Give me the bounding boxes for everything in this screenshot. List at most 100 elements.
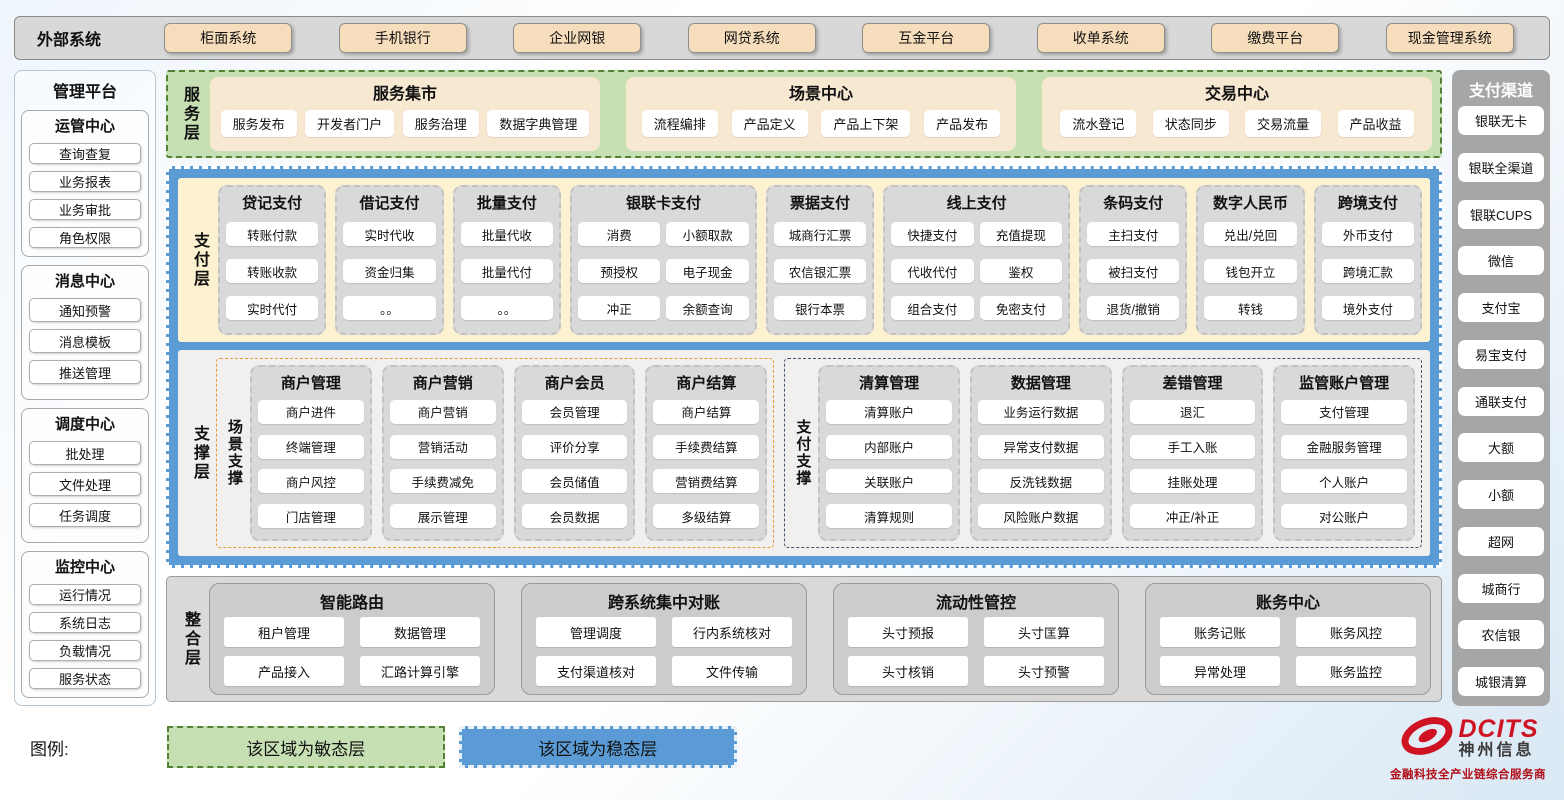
- scene-support-columns: 商户管理商户进件终端管理商户风控门店管理商户营销商户营销营销活动手续费减免展示管…: [250, 365, 768, 541]
- integration-item-node: 头寸预报: [848, 617, 968, 647]
- payment-item-node: 被扫支付: [1087, 259, 1180, 283]
- service-group-title: 交易中心: [1204, 86, 1269, 103]
- service-item-node: 产品上下架: [821, 110, 911, 137]
- service-group: 交易中心流水登记状态同步交易流量产品收益: [1042, 77, 1432, 151]
- payment-column-title: 借记支付: [359, 195, 420, 212]
- integration-item-node: 账务记账: [1160, 617, 1280, 647]
- payment-column-title: 贷记支付: [242, 195, 303, 212]
- payment-channel-node: 小额: [1458, 480, 1544, 509]
- service-item-node: 产品收益: [1337, 110, 1414, 137]
- management-item-node: 通知预警: [29, 298, 141, 322]
- payment-support-item-node: 金融服务管理: [1281, 434, 1407, 459]
- brand-acronym: DCITS: [1458, 715, 1539, 744]
- external-system-node: 收单系统: [1036, 23, 1165, 53]
- scene-support-item-node: 会员储值: [521, 469, 628, 494]
- integration-item-node: 产品接入: [224, 656, 344, 686]
- payment-column-title: 票据支付: [790, 195, 851, 212]
- scene-support-item-node: 商户营销: [389, 399, 496, 424]
- payment-item-node: 鉴权: [979, 259, 1063, 283]
- payment-column-items: 主扫支付被扫支付退货/撤销: [1087, 215, 1180, 327]
- integration-group: 账务中心账务记账账务风控异常处理账务监控: [1145, 583, 1431, 695]
- integration-group-items: 管理调度行内系统核对支付渠道核对文件传输: [536, 617, 792, 686]
- payment-item-node: 充值提现: [979, 222, 1063, 246]
- management-item-node: 消息模板: [29, 329, 141, 353]
- integration-item-node: 头寸匡算: [984, 617, 1104, 647]
- integration-group-title: 跨系统集中对账: [607, 595, 720, 612]
- payment-column-title: 线上支付: [946, 195, 1007, 212]
- scene-support-column: 商户营销商户营销营销活动手续费减免展示管理: [381, 365, 504, 541]
- scene-support-item-node: 商户风控: [258, 469, 364, 494]
- payment-item-node: 消费: [578, 222, 661, 246]
- payment-item-node: 电子现金: [666, 259, 749, 283]
- scene-support-item-node: 商户进件: [258, 399, 364, 424]
- payment-column-items: 外币支付跨境汇款境外支付: [1321, 215, 1415, 327]
- integration-group-items: 租户管理数据管理产品接入汇路计算引擎: [224, 617, 480, 686]
- payment-support-item-node: 挂账处理: [1129, 469, 1256, 494]
- payment-column: 票据支付城商行汇票农信银汇票银行本票: [765, 185, 875, 335]
- support-layer-band: 支撑层 场景支撑 商户管理商户进件终端管理商户风控门店管理商户营销商户营销营销活…: [178, 350, 1430, 556]
- integration-group-items: 头寸预报头寸匡算头寸核销头寸预警: [848, 617, 1104, 686]
- payment-support-column-items: 退汇手工入账挂账处理冲正/补正: [1129, 395, 1256, 533]
- service-group-items: 流程编排产品定义产品上下架产品发布: [636, 104, 1006, 143]
- management-group-title: 监控中心: [54, 559, 115, 576]
- external-system-node: 现金管理系统: [1385, 23, 1514, 53]
- payment-column: 批量支付批量代收批量代付。。: [452, 185, 562, 335]
- service-item-node: 产品发布: [924, 110, 1001, 137]
- external-system-node: 网贷系统: [687, 23, 816, 53]
- management-platform-title: 管理平台: [52, 84, 117, 101]
- management-item-node: 负载情况: [29, 640, 141, 661]
- management-group: 监控中心运行情况系统日志负载情况服务状态: [21, 551, 149, 698]
- management-item-node: 角色权限: [29, 227, 141, 248]
- payment-support-column-title: 监管账户管理: [1299, 375, 1390, 392]
- service-item-node: 流程编排: [641, 110, 718, 137]
- payment-support-label: 支付支撑: [794, 419, 812, 487]
- integration-item-node: 租户管理: [224, 617, 344, 647]
- external-system-node: 柜面系统: [164, 23, 293, 53]
- payment-item-node: 小额取款: [666, 222, 749, 246]
- payment-item-node: 批量代收: [460, 222, 554, 246]
- scene-support-item-node: 评价分享: [521, 434, 628, 459]
- payment-support-column-title: 数据管理: [1010, 375, 1071, 392]
- integration-item-node: 账务风控: [1296, 617, 1416, 647]
- external-system-node: 互金平台: [862, 23, 991, 53]
- payment-support-item-node: 内部账户: [826, 434, 952, 459]
- payment-item-node: 快捷支付: [891, 222, 974, 246]
- legend-agile-layer: 该区域为敏态层: [166, 726, 445, 768]
- integration-item-node: 管理调度: [536, 617, 656, 647]
- payment-support-column: 监管账户管理支付管理金融服务管理个人账户对公账户: [1273, 365, 1415, 541]
- payment-support-item-node: 个人账户: [1281, 469, 1407, 494]
- payment-channel-node: 银联全渠道: [1458, 152, 1544, 182]
- external-system-node: 缴费平台: [1211, 23, 1340, 53]
- payment-support-column: 差错管理退汇手工入账挂账处理冲正/补正: [1121, 365, 1264, 541]
- payment-support-group: 支付支撑 清算管理清算账户内部账户关联账户清算规则数据管理业务运行数据异常支付数…: [784, 358, 1422, 548]
- payment-channel-node: 大额: [1458, 433, 1544, 463]
- payment-item-node: 预授权: [578, 259, 661, 283]
- payment-channel-node: 支付宝: [1458, 293, 1544, 322]
- management-item-node: 文件处理: [29, 472, 141, 496]
- service-item-node: 交易流量: [1245, 110, 1322, 137]
- dcits-swirl-icon: [1398, 713, 1456, 764]
- service-group: 场景中心流程编排产品定义产品上下架产品发布: [626, 77, 1016, 151]
- payment-item-node: 转钱: [1204, 296, 1297, 320]
- scene-support-column: 商户结算商户结算手续费结算营销费结算多级结算: [645, 365, 768, 541]
- main-area: 管理平台 运管中心查询查复业务报表业务审批角色权限消息中心通知预警消息模板推送管…: [14, 70, 1550, 706]
- payment-support-column-items: 清算账户内部账户关联账户清算规则: [826, 395, 952, 533]
- payment-support-item-node: 清算账户: [826, 399, 952, 424]
- management-group: 运管中心查询查复业务报表业务审批角色权限: [21, 110, 149, 257]
- management-item-node: 运行情况: [29, 584, 141, 605]
- support-layer-label: 支撑层: [191, 424, 208, 482]
- payment-support-column-items: 支付管理金融服务管理个人账户对公账户: [1281, 395, 1407, 533]
- scene-support-item-node: 营销活动: [389, 434, 496, 459]
- scene-support-item-node: 终端管理: [258, 434, 364, 459]
- service-group-items: 服务发布开发者门户服务治理数据字典管理: [220, 104, 590, 143]
- external-system-node: 手机银行: [338, 23, 467, 53]
- payment-item-node: 批量代付: [460, 259, 554, 283]
- payment-channel-node: 易宝支付: [1458, 339, 1544, 369]
- payment-item-node: 兑出/兑回: [1204, 222, 1297, 246]
- payment-item-node: 代收代付: [891, 259, 974, 283]
- payment-item-node: 外币支付: [1321, 222, 1415, 246]
- integration-layer-label: 整合层: [182, 610, 199, 668]
- center-column: 服务层 服务集市服务发布开发者门户服务治理数据字典管理场景中心流程编排产品定义产…: [166, 70, 1442, 706]
